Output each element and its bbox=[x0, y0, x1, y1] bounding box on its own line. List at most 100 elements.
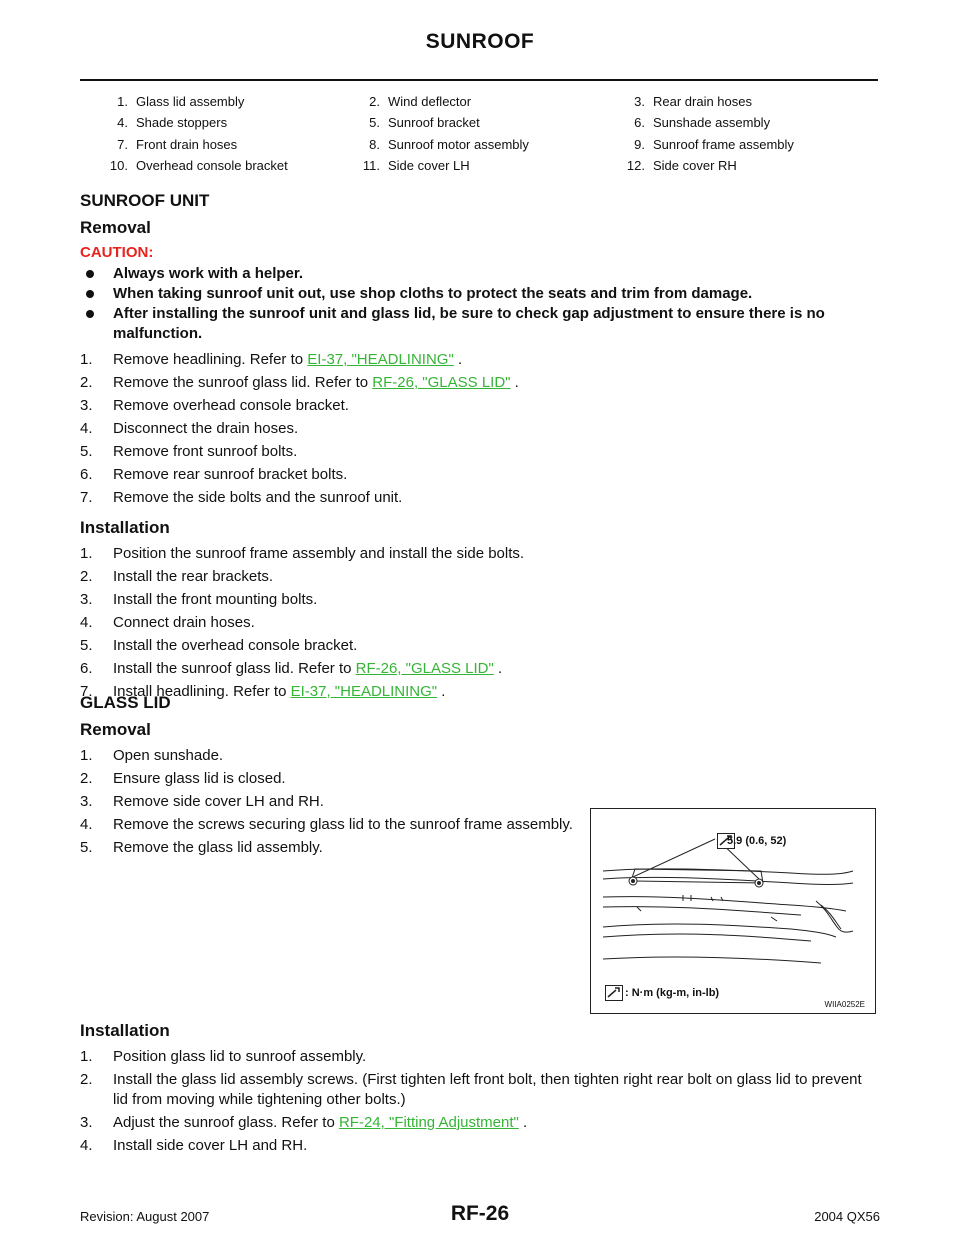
legend-label: Overhead console bracket bbox=[136, 158, 288, 174]
step-text: Remove front sunroof bolts. bbox=[113, 443, 298, 460]
torque-wrench-icon bbox=[717, 833, 735, 849]
step-number: 7. bbox=[80, 683, 93, 700]
legend-number: 11. bbox=[362, 158, 380, 174]
step-text: Remove headlining. Refer to bbox=[113, 351, 308, 368]
step-item: 7. Remove the side bolts and the sunroof … bbox=[80, 488, 880, 508]
step-number: 7. bbox=[80, 489, 93, 506]
step-item: 4. Remove the screws securing glass lid t… bbox=[80, 815, 580, 835]
step-number: 5. bbox=[80, 637, 93, 654]
step-item: 4. Disconnect the drain hoses. bbox=[80, 419, 880, 439]
caution-text: After installing the sunroof unit and gl… bbox=[113, 305, 825, 342]
torque-units-label: : N·m (kg-m, in-lb) bbox=[625, 987, 720, 999]
legend-number: 10. bbox=[109, 158, 128, 174]
step-number: 3. bbox=[80, 793, 93, 810]
legend-number: 2. bbox=[369, 94, 380, 110]
caution-item: When taking sunroof unit out, use shop c… bbox=[80, 284, 880, 304]
legend-label: Front drain hoses bbox=[136, 136, 238, 152]
step-item: 4.Install side cover LH and RH. bbox=[80, 1136, 880, 1156]
cross-reference-link[interactable]: RF-24, "Fitting Adjustment" bbox=[338, 1114, 519, 1131]
step-number: 3. bbox=[80, 1114, 93, 1131]
legend-number: 8. bbox=[369, 136, 380, 152]
step-text-suffix: . bbox=[518, 1114, 528, 1131]
step-number: 6. bbox=[80, 466, 93, 483]
step-text: Remove the sunroof glass lid. Refer to bbox=[113, 374, 373, 391]
step-item: 7. Install headlining. Refer to EI-37, "H… bbox=[80, 682, 880, 702]
step-item: 4.Connect drain hoses. bbox=[80, 613, 880, 633]
glass-lid-section: GLASS LID Removal 1.Open sunshade.2.Ensu… bbox=[80, 693, 880, 861]
step-text: Install headlining. Refer to bbox=[113, 683, 291, 700]
step-text: Install the front mounting bolts. bbox=[113, 591, 318, 608]
legend-number: 12. bbox=[626, 158, 645, 174]
step-text: Remove side cover LH and RH. bbox=[113, 793, 324, 810]
step-item: 3.Adjust the sunroof glass. Refer to RF-… bbox=[80, 1113, 880, 1133]
step-number: 3. bbox=[80, 397, 93, 414]
step-number: 5. bbox=[80, 839, 93, 856]
step-item: 5. Install the overhead console bracket. bbox=[80, 636, 880, 656]
cross-reference-link[interactable]: RF-26, "GLASS LID" bbox=[372, 374, 511, 391]
sunroof-unit-section: SUNROOF UNIT Removal CAUTION: Always wor… bbox=[80, 191, 880, 705]
legend-number: 5. bbox=[369, 115, 380, 131]
glass-lid-figure: 5.9 (0.6, 52) : N·m (kg-m, in-lb) WIIA02… bbox=[590, 808, 876, 1014]
bullet-icon bbox=[86, 270, 94, 278]
step-text: Install the glass lid assembly screws. (… bbox=[113, 1071, 862, 1108]
step-text: Ensure glass lid is closed. bbox=[113, 770, 286, 787]
unit-installation-steps: 1.Position the sunroof frame assembly an… bbox=[80, 544, 880, 702]
legend-label: Sunroof motor assembly bbox=[388, 136, 529, 152]
bullet-icon bbox=[86, 310, 94, 318]
step-text-suffix: . bbox=[510, 374, 519, 391]
legend-label: Glass lid assembly bbox=[136, 94, 245, 110]
glass-removal-steps: 1.Open sunshade.2.Ensure glass lid is cl… bbox=[80, 746, 580, 858]
step-text: Disconnect the drain hoses. bbox=[113, 420, 299, 437]
step-number: 2. bbox=[80, 374, 93, 391]
step-text: Position the sunroof frame assembly and … bbox=[113, 545, 525, 562]
step-number: 4. bbox=[80, 420, 93, 437]
legend-label: Sunroof bracket bbox=[388, 115, 480, 131]
cross-reference-link[interactable]: RF-26, "GLASS LID" bbox=[355, 660, 494, 677]
section-heading-sunroof-unit: SUNROOF UNIT bbox=[80, 191, 210, 210]
torque-wrench-icon bbox=[605, 985, 623, 1001]
figure-code: WIIA0252E bbox=[824, 1000, 865, 1009]
footer-revision: Revision: August 2007 bbox=[80, 1209, 210, 1224]
step-text: Install the sunroof glass lid. Refer to bbox=[113, 660, 356, 677]
step-item: 1.Position glass lid to sunroof assembly… bbox=[80, 1047, 880, 1067]
step-number: 2. bbox=[80, 1071, 93, 1088]
caution-item: Always work with a helper. bbox=[80, 264, 880, 284]
step-number: 5. bbox=[80, 443, 93, 460]
bullet-icon bbox=[86, 290, 94, 298]
step-text: Position glass lid to sunroof assembly. bbox=[113, 1048, 367, 1065]
glass-installation-section: Installation 1.Position glass lid to sun… bbox=[80, 1021, 880, 1159]
step-number: 3. bbox=[80, 591, 93, 608]
legend-number: 6. bbox=[634, 115, 645, 131]
step-number: 4. bbox=[80, 816, 93, 833]
step-text-suffix: . bbox=[453, 351, 463, 368]
caution-text: When taking sunroof unit out, use shop c… bbox=[113, 285, 753, 302]
step-item: 3. Remove overhead console bracket. bbox=[80, 396, 880, 416]
step-text: Connect drain hoses. bbox=[113, 614, 255, 631]
cross-reference-link[interactable]: EI-37, "HEADLINING" bbox=[290, 683, 438, 700]
cross-reference-link[interactable]: EI-37, "HEADLINING" bbox=[307, 351, 454, 368]
step-item: 6.Install the sunroof glass lid. Refer t… bbox=[80, 659, 880, 679]
step-item: 2. Remove the sunroof glass lid. Refer to… bbox=[80, 373, 880, 393]
legend-row: 10. Overhead console bracket 11. Side cover… bbox=[92, 155, 813, 176]
step-item: 5. Remove the glass lid assembly. bbox=[80, 838, 580, 858]
legend-label: Sunshade assembly bbox=[653, 115, 771, 131]
step-number: 4. bbox=[80, 1137, 93, 1154]
footer-model: 2004 QX56 bbox=[814, 1209, 880, 1224]
legend-number: 7. bbox=[117, 136, 128, 152]
footer-page-number: RF-26 bbox=[450, 1202, 510, 1225]
torque-spec-label: 5.9 (0.6, 52) bbox=[727, 835, 787, 847]
subheading-glass-installation: Installation bbox=[80, 1021, 170, 1040]
step-number: 1. bbox=[80, 351, 93, 368]
step-text: Remove overhead console bracket. bbox=[113, 397, 349, 414]
step-text: Install the overhead console bracket. bbox=[113, 637, 358, 654]
step-item: 6.Remove rear sunroof bracket bolts. bbox=[80, 465, 880, 485]
legend-number: 9. bbox=[634, 136, 645, 152]
step-text: Remove the glass lid assembly. bbox=[113, 839, 323, 856]
step-text: Remove the side bolts and the sunroof un… bbox=[113, 489, 403, 506]
step-text: Remove the screws securing glass lid to … bbox=[113, 816, 573, 833]
legend-row: 7. Front drain hoses 8. Sunroof motor assem… bbox=[92, 134, 813, 155]
legend-number: 3. bbox=[634, 94, 645, 110]
step-text-suffix: . bbox=[493, 660, 503, 677]
legend-label: Side cover LH bbox=[388, 158, 470, 174]
